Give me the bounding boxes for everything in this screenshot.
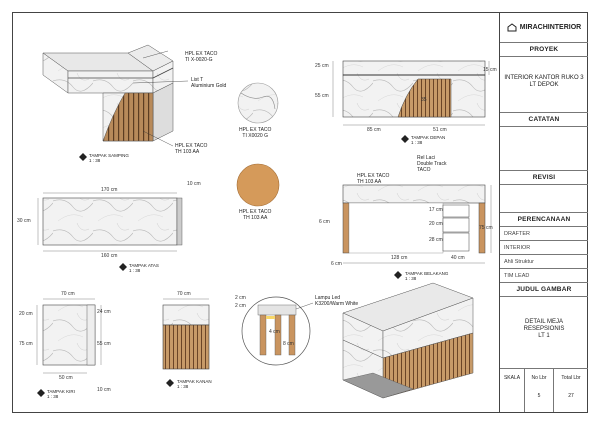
drawing-canvas: [36, 44, 492, 399]
top-dim-inner: 160 cm: [101, 253, 118, 259]
left-dim-top: 20 cm: [19, 311, 33, 317]
right-view: [162, 298, 210, 370]
left-dim-right-top: 24 cm: [97, 309, 111, 315]
back-dim-cabinet: 40 cm: [451, 255, 465, 261]
front-view: [332, 60, 490, 126]
top-dim-edge: 10 cm: [187, 181, 201, 187]
planning-header: PERENCANAAN: [500, 213, 588, 227]
scale-cell: SKALA: [500, 369, 525, 412]
top-view: [37, 192, 183, 252]
notes-header: CATATAN: [500, 113, 588, 127]
right-dim-width: 70 cm: [177, 291, 191, 297]
detail-dim-2: 2 cm: [235, 303, 246, 309]
detail-dim-4: 8 cm: [283, 341, 294, 347]
left-view: [36, 298, 102, 374]
house-icon: [507, 23, 517, 32]
side-view-tag-icon: [79, 153, 87, 161]
role-structural: Ahli Struktur: [500, 255, 588, 269]
revision-area: [500, 185, 588, 213]
drawing-title-header: JUDUL GAMBAR: [500, 283, 588, 297]
front-dim-top: 25 cm: [315, 63, 329, 69]
left-dim-height: 75 cm: [19, 341, 33, 347]
project-header: PROYEK: [500, 43, 588, 57]
left-dim-width: 70 cm: [61, 291, 75, 297]
back-dim-bottom: 6 cm: [331, 261, 342, 267]
back-dim-height: 75 cm: [479, 225, 493, 231]
detail-dim-3: 4 cm: [269, 329, 280, 335]
detail-dim-1: 2 cm: [235, 295, 246, 301]
title-block: MIRACHINTERIOR PROYEK INTERIOR KANTOR RU…: [499, 13, 588, 412]
back-view: [342, 184, 492, 264]
revision-header: REVISI: [500, 171, 588, 185]
top-view-tag-icon: [119, 263, 127, 271]
role-team-lead: TIM LEAD: [500, 269, 588, 283]
back-dim-drawer-2: 20 cm: [429, 221, 443, 227]
front-dim-right: 15 cm: [483, 67, 497, 73]
back-view-tag-icon: [394, 271, 402, 279]
back-dim-width: 128 cm: [391, 255, 408, 261]
back-dim-drawer-3: 28 cm: [429, 237, 443, 243]
role-interior: INTERIOR: [500, 241, 588, 255]
marble-swatch: [237, 82, 279, 124]
left-view-tag-icon: [37, 389, 45, 397]
company-logo: MIRACHINTERIOR: [500, 13, 588, 43]
back-dim-side: 6 cm: [319, 219, 330, 225]
front-view-tag-icon: [401, 135, 409, 143]
left-dim-bottom: 50 cm: [59, 375, 73, 381]
front-dim-slat: 35: [421, 97, 427, 103]
wood-swatch: [236, 163, 280, 207]
notes-area: [500, 127, 588, 171]
role-drafter: DRAFTER: [500, 227, 588, 241]
front-dim-right-width: 51 cm: [433, 127, 447, 133]
right-view-tag-icon: [166, 379, 174, 387]
side-view-3d: [42, 44, 189, 147]
left-dim-right-height: 55 cm: [97, 341, 111, 347]
front-dim-height: 55 cm: [315, 93, 329, 99]
perspective-3d: [342, 282, 474, 399]
front-dim-left-width: 85 cm: [367, 127, 381, 133]
top-dim-depth: 30 cm: [17, 218, 31, 224]
left-dim-base: 10 cm: [97, 387, 111, 393]
top-dim-length: 170 cm: [101, 187, 118, 193]
led-detail: [241, 296, 314, 366]
back-dim-drawer-1: 17 cm: [429, 207, 443, 213]
